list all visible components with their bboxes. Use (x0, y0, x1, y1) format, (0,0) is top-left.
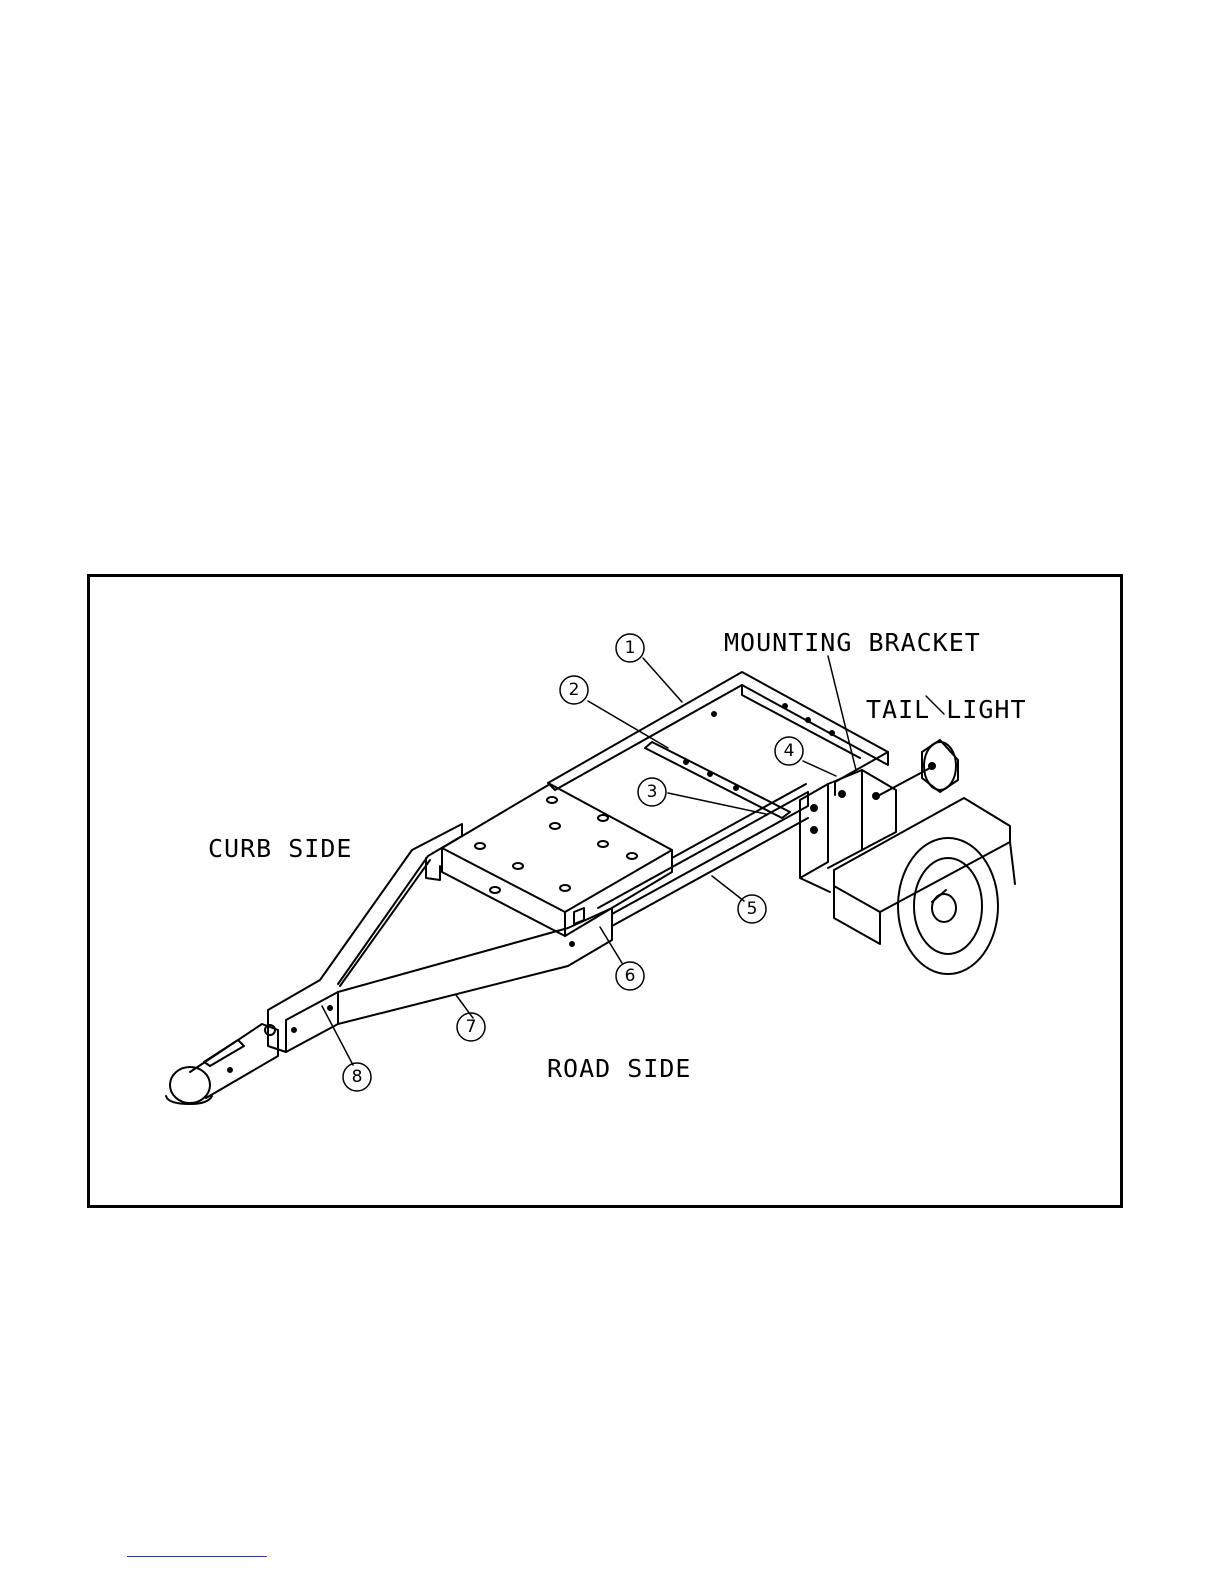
label-curb-side: CURB SIDE (208, 834, 352, 863)
callout-4: 4 (775, 737, 803, 765)
label-road-side: ROAD SIDE (547, 1054, 691, 1083)
footer-rule (127, 1556, 267, 1557)
callout-6: 6 (616, 962, 644, 990)
callout-1: 1 (616, 634, 644, 662)
svg-text:1: 1 (625, 638, 636, 658)
callout-7: 7 (457, 1013, 485, 1041)
svg-text:4: 4 (784, 741, 795, 761)
label-mounting-bracket: MOUNTING BRACKET (724, 628, 981, 657)
callout-8: 8 (343, 1063, 371, 1091)
callout-2: 2 (560, 676, 588, 704)
deck-plate (442, 784, 672, 936)
svg-text:7: 7 (466, 1017, 477, 1037)
callout-3: 3 (638, 778, 666, 806)
callout-5: 5 (738, 895, 766, 923)
label-tail-light: TAIL LIGHT (866, 695, 1027, 724)
svg-text:8: 8 (352, 1067, 363, 1087)
svg-text:2: 2 (569, 680, 580, 700)
hitch-coupler (166, 1024, 278, 1104)
svg-text:6: 6 (625, 966, 636, 986)
svg-text:5: 5 (747, 899, 758, 919)
axle-bracket (800, 770, 896, 892)
callouts: 1 2 3 4 5 6 7 8 (343, 634, 803, 1091)
cross-member (645, 742, 790, 818)
wheel (898, 838, 998, 974)
tail-light (873, 740, 958, 799)
svg-text:3: 3 (647, 782, 658, 802)
